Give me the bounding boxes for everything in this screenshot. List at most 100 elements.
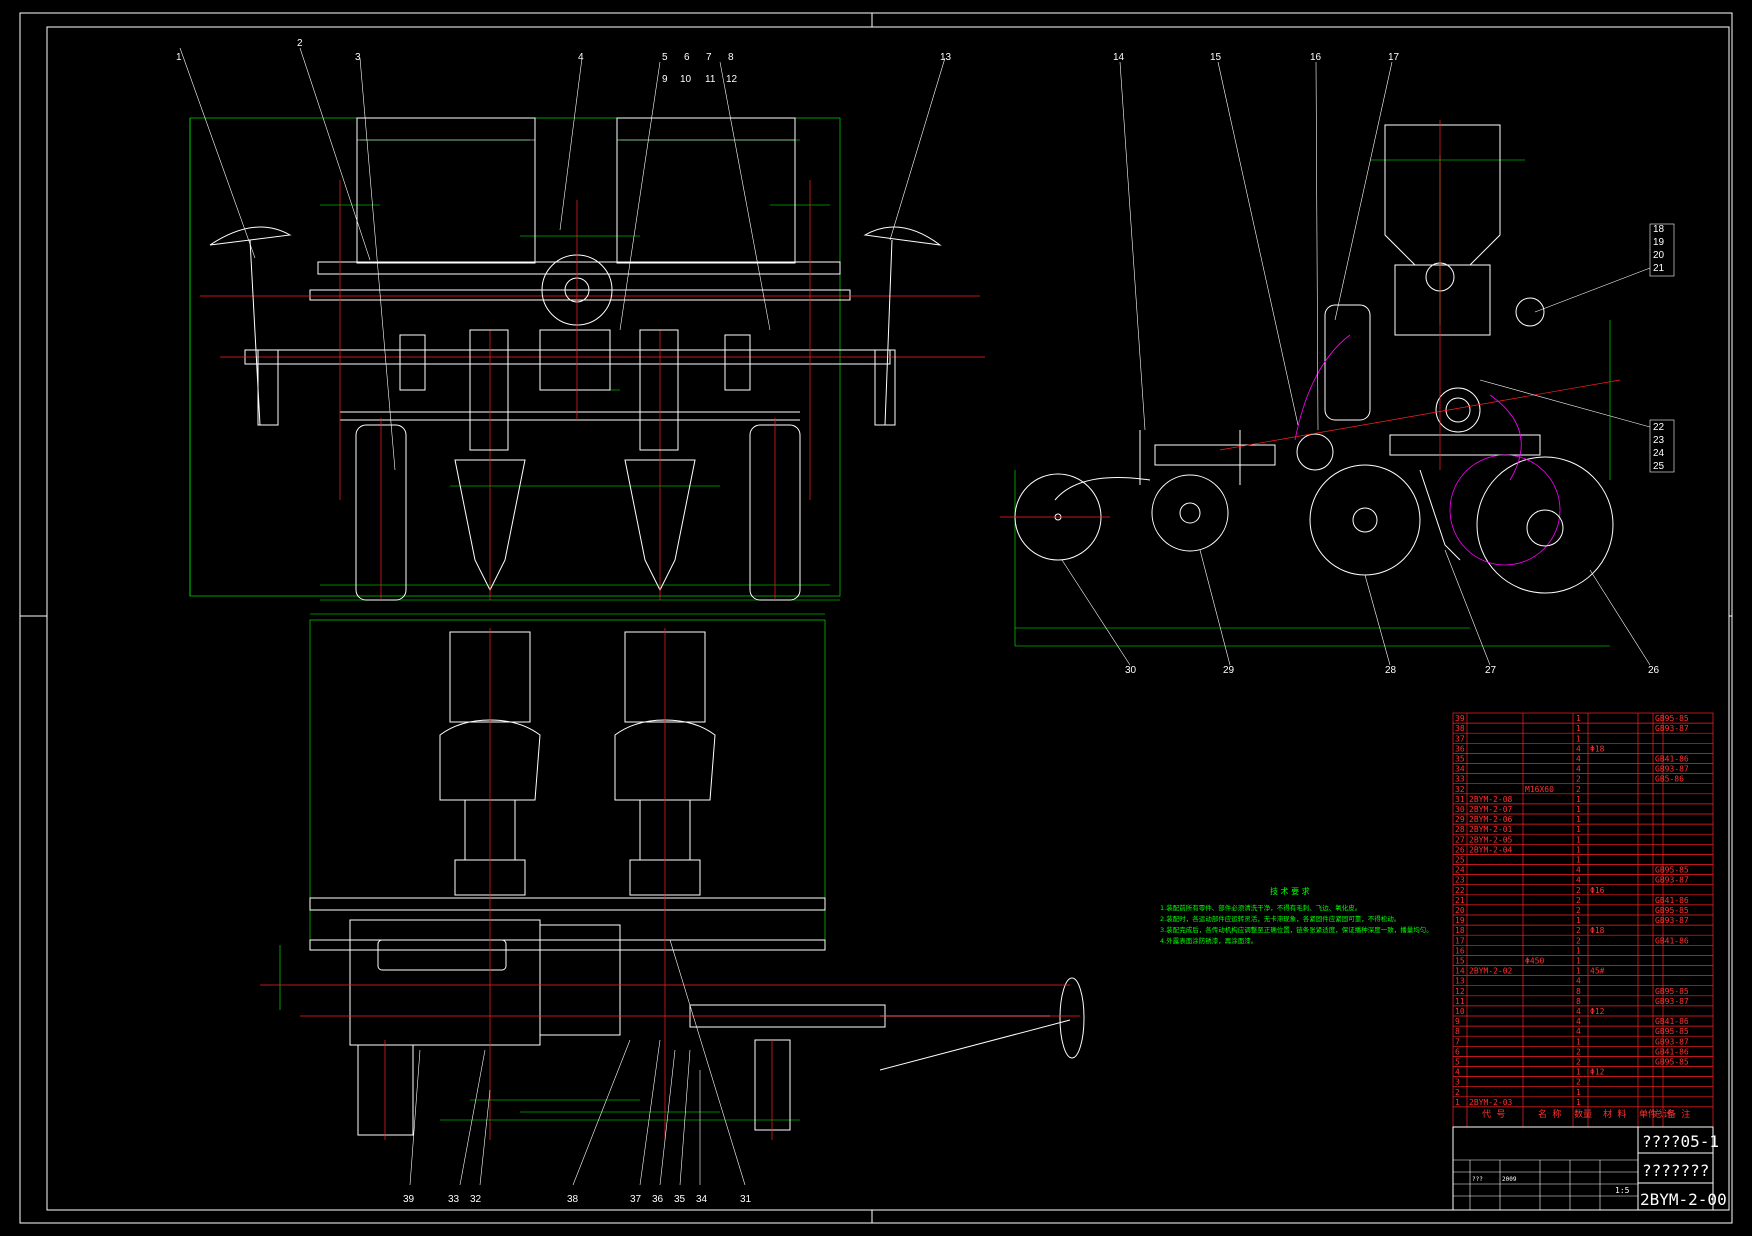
side-view [1000,61,1675,666]
bom-row-remark: GB95-85 [1655,1027,1689,1036]
bom-row-no: 16 [1455,946,1465,955]
bom-row-qty: 1 [1576,805,1581,814]
bom-row-no: 17 [1455,936,1465,945]
bom-row-qty: 1 [1576,967,1581,976]
bom-header-code: 代 号 [1482,1109,1505,1120]
bom-row-code: 2BYM-2-04 [1469,845,1513,854]
label-13: 13 [940,52,952,63]
bom-row-qty: 8 [1576,997,1581,1006]
bom-row-no: 14 [1455,967,1465,976]
bom-row-no: 15 [1455,957,1465,966]
bom-row-qty: 2 [1576,1078,1581,1087]
bom-row-no: 20 [1455,906,1465,915]
bom-row-material: Φ12 [1590,1007,1605,1016]
bom-row-code: 2BYM-2-05 [1469,835,1513,844]
bom-row-remark: GB95-85 [1655,866,1689,875]
bom-row-no: 18 [1455,926,1465,935]
bom-row-name: Φ450 [1525,957,1544,966]
label-12: 12 [726,74,738,85]
bom-row-no: 29 [1455,815,1465,824]
label-4: 4 [578,52,584,63]
label-28: 28 [1385,665,1397,676]
note-2: 2.装配时，各运动部件应运转灵活，无卡滞现象，各紧固件应紧固可靠，不得松动。 [1160,914,1400,923]
bom-row-no: 4 [1455,1068,1460,1077]
bom-row-no: 38 [1455,724,1465,733]
bom-row-remark: GB41-86 [1655,1017,1689,1026]
label-20: 20 [1653,250,1665,261]
label-8: 8 [728,52,734,63]
label-9: 9 [662,74,668,85]
bom-row-qty: 1 [1576,825,1581,834]
bom-row-qty: 2 [1576,886,1581,895]
note-3: 3.装配完成后，各传动机构应调整至正确位置，链条张紧适度，保证播种深度一致，播量… [1160,925,1433,934]
bom-row-no: 25 [1455,856,1465,865]
bom-row-remark: GB95-85 [1655,906,1689,915]
bom-row-qty: 1 [1576,795,1581,804]
bom-row-qty: 4 [1576,876,1581,885]
label-3: 3 [355,52,361,63]
technical-requirements: 技 术 要 求 1.装配前所有零件、部件必须清洗干净，不得有毛刺、飞边、氧化皮。… [1160,886,1433,945]
bom-row-material: Φ16 [1590,886,1605,895]
bom-row-qty: 4 [1576,1017,1581,1026]
label-6: 6 [684,52,690,63]
bom-row-remark: GB5-86 [1655,775,1684,784]
bom-row-qty: 1 [1576,856,1581,865]
label-7: 7 [706,52,712,63]
bom-row-qty: 8 [1576,987,1581,996]
bom-row-no: 39 [1455,714,1465,723]
label-2: 2 [297,38,303,49]
bom-row-no: 12 [1455,987,1465,996]
outer-frame [19,12,1733,1224]
label-18: 18 [1653,224,1665,235]
bom-row-no: 5 [1455,1058,1460,1067]
bom-header-qty: 数量 [1574,1108,1592,1120]
note-4: 4.外露表面涂防锈漆，再涂面漆。 [1160,936,1257,945]
bom-row-no: 32 [1455,785,1465,794]
bom-row-remark: GB41-86 [1655,1047,1689,1056]
bom-row-qty: 1 [1576,815,1581,824]
bom-row-no: 7 [1455,1037,1460,1046]
label-15: 15 [1210,52,1222,63]
bom-row-qty: 4 [1576,1007,1581,1016]
bom-row-remark: GB93-87 [1655,765,1689,774]
label-16: 16 [1310,52,1322,63]
bom-row-no: 10 [1455,1007,1465,1016]
bom-row-no: 31 [1455,795,1465,804]
bom-row-remark: GB41-86 [1655,896,1689,905]
bom-row-qty: 4 [1576,744,1581,753]
bom-row-code: 2BYM-2-08 [1469,795,1513,804]
bom-row-qty: 4 [1576,866,1581,875]
label-25: 25 [1653,461,1665,472]
bom-row-no: 23 [1455,876,1465,885]
label-30: 30 [1125,665,1137,676]
bom-row-material: Φ18 [1590,926,1605,935]
bom-row-code: 2BYM-2-01 [1469,825,1513,834]
bom-row-remark: GB41-86 [1655,755,1689,764]
bom-row-code: 2BYM-2-06 [1469,815,1513,824]
label-24: 24 [1653,448,1665,459]
bom-header-unit-weight: 单件 [1639,1108,1657,1120]
label-27: 27 [1485,665,1497,676]
bom-row-no: 33 [1455,775,1465,784]
title-block: ????05-1 ??????? 2BYM-2-00 1:5 2009 ??? [1452,1126,1727,1211]
label-17: 17 [1388,52,1400,63]
label-21: 21 [1653,263,1665,274]
bom-row-qty: 1 [1576,724,1581,733]
bom-row-qty: 1 [1576,835,1581,844]
label-5: 5 [662,52,668,63]
scale: 1:5 [1615,1186,1630,1195]
bom-row-no: 35 [1455,755,1465,764]
drawing-number-top: ????05-1 [1642,1132,1719,1151]
bom-header-total-weight: 总计 [1654,1108,1672,1120]
notes-title: 技 术 要 求 [1270,886,1310,896]
bom-row-qty: 4 [1576,755,1581,764]
bom-row-qty: 2 [1576,926,1581,935]
bom-row-remark: GB41-86 [1655,936,1689,945]
bom-row-no: 28 [1455,825,1465,834]
bom-row-remark: GB93-87 [1655,997,1689,1006]
bom-row-qty: 2 [1576,1047,1581,1056]
bom-row-qty: 1 [1576,714,1581,723]
bom-row-no: 11 [1455,997,1465,1006]
